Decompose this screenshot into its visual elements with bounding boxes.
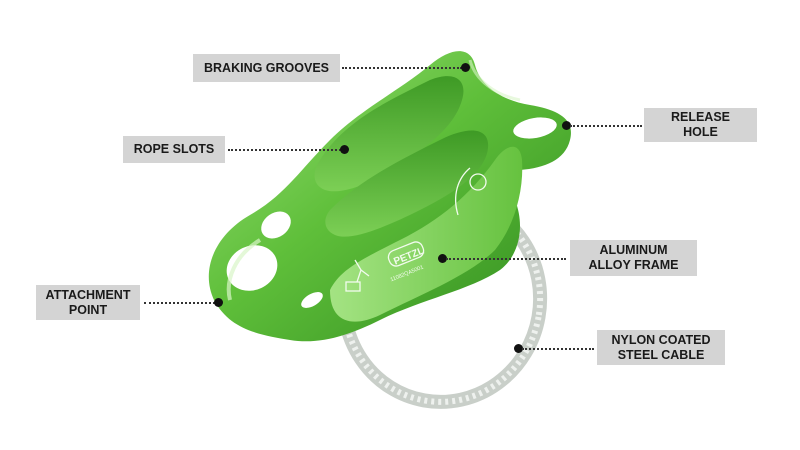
pointer-dot-attachment-point — [214, 298, 223, 307]
label-text: BRAKING GROOVES — [203, 60, 329, 75]
label-braking-grooves: BRAKING GROOVES — [193, 54, 340, 82]
leader-line-release-hole — [570, 125, 642, 127]
pointer-dot-rope-slots — [340, 145, 349, 154]
pointer-dot-aluminum-alloy-frame — [438, 254, 447, 263]
label-aluminum-alloy-frame: ALUMINUM ALLOY FRAME — [570, 240, 697, 276]
label-nylon-coated-steel-cable: NYLON COATED STEEL CABLE — [597, 330, 725, 365]
leader-line-nylon-coated-steel-cable — [522, 348, 594, 350]
label-text: RELEASE HOLE — [670, 110, 731, 139]
label-text-line2: POINT — [68, 302, 108, 317]
pointer-dot-release-hole — [562, 121, 571, 130]
label-text-line1: ATTACHMENT — [45, 287, 131, 302]
label-text-line1: ALUMINUM — [599, 243, 668, 257]
leader-line-attachment-point — [144, 302, 215, 304]
leader-line-rope-slots — [228, 149, 341, 151]
label-text-line2: STEEL CABLE — [617, 347, 705, 362]
label-attachment-point: ATTACHMENT POINT — [36, 285, 140, 320]
engraving — [345, 167, 487, 292]
label-text-line2: ALLOY FRAME — [588, 258, 679, 272]
device-body — [208, 51, 571, 342]
leader-line-braking-grooves — [342, 67, 462, 69]
leader-line-aluminum-alloy-frame — [446, 258, 566, 260]
label-text-line1: NYLON COATED — [611, 332, 711, 347]
pointer-dot-braking-grooves — [461, 63, 470, 72]
label-text: ROPE SLOTS — [133, 142, 215, 156]
pointer-dot-nylon-coated-steel-cable — [514, 344, 523, 353]
label-rope-slots: ROPE SLOTS — [123, 136, 225, 163]
label-release-hole: RELEASE HOLE — [644, 108, 757, 142]
